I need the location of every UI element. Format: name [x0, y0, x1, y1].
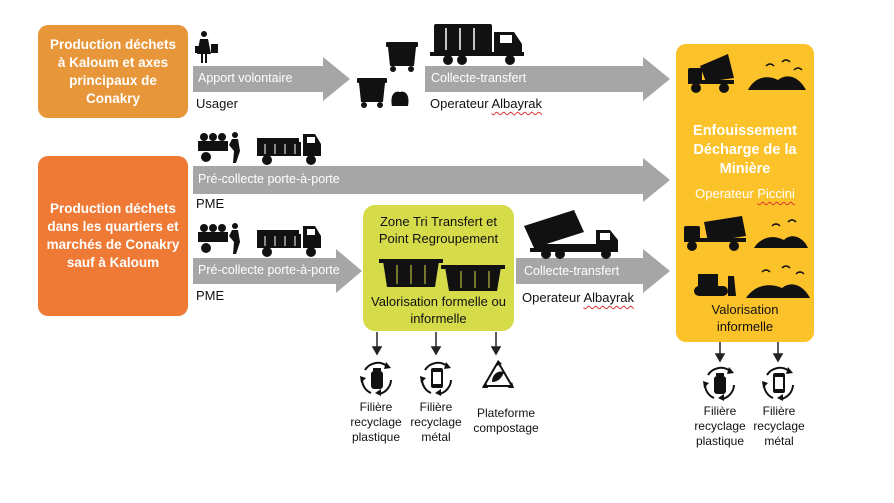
woman-with-bags-icon — [195, 31, 218, 63]
label-precollecte-2: Pré-collecte porte-à-porte — [198, 263, 340, 277]
cart-pusher-icon-2 — [198, 223, 240, 254]
down-arrows-zone — [371, 332, 502, 356]
landfill-operateur-prefix: Operateur — [695, 186, 758, 201]
label-precollecte-1: Pré-collecte porte-à-porte — [198, 172, 340, 186]
recycle-bottle-icon — [360, 361, 392, 396]
zone-output-compostage: Plateforme compostage — [473, 406, 539, 435]
zone-title: Zone Tri Transfert et Point Regroupement — [378, 214, 499, 246]
flatbed-truck-icon-2 — [257, 226, 321, 257]
recycle-bottle-icon-2 — [703, 366, 735, 401]
operateur-2-prefix: Operateur — [522, 290, 584, 305]
hook-lift-truck-icon-2 — [524, 210, 618, 259]
garbage-bin-icon — [386, 42, 418, 72]
arrow-precollecte-1 — [193, 158, 670, 202]
compost-icon — [482, 360, 514, 388]
source-kaloum-text: Production déchets à Kaloum et axes prin… — [49, 36, 176, 106]
landfill-title: Enfouissement Décharge de la Minière — [693, 123, 797, 177]
landfill-box: Enfouissement Décharge de la Minière Ope… — [676, 44, 814, 342]
zone-valorisation: Valorisation formelle ou informelle — [371, 294, 506, 326]
landfill-output-plastique: Filière recyclage plastique — [694, 404, 746, 448]
arrow-precollecte-2 — [193, 249, 362, 293]
down-arrows-landfill — [714, 342, 784, 363]
cart-pusher-icon — [198, 132, 240, 163]
label-operateur-2: Operateur Albayrak — [522, 290, 634, 305]
source-quartiers-text: Production déchets dans les quartiers et… — [46, 201, 180, 270]
label-pme-1: PME — [196, 196, 225, 211]
label-apport: Apport volontaire — [198, 71, 293, 85]
hook-lift-truck-icon — [684, 216, 808, 251]
recycle-can-icon-2 — [762, 366, 794, 401]
label-pme-2: PME — [196, 288, 225, 303]
operateur-1-prefix: Operateur — [430, 96, 492, 111]
label-collecte-2: Collecte-transfert — [524, 264, 620, 278]
garbage-truck-icon — [430, 24, 524, 65]
garbage-bin-icon-2 — [357, 78, 409, 108]
zone-tri-transfert: Zone Tri Transfert et Point Regroupement… — [363, 205, 514, 331]
container-icon — [379, 259, 505, 291]
label-usager: Usager — [196, 96, 238, 111]
zone-output-plastique: Filière recyclage plastique — [350, 400, 402, 444]
landfill-output-metal: Filière recyclage métal — [753, 404, 805, 448]
landfill-operateur: Operateur Piccini — [676, 186, 814, 201]
arrow-collecte-transfert-2 — [516, 249, 670, 293]
flatbed-truck-icon — [257, 134, 321, 165]
label-operateur-1: Operateur Albayrak — [430, 96, 542, 111]
label-collecte-1: Collecte-transfert — [431, 71, 527, 85]
arrow-collecte-transfert-1 — [425, 57, 670, 101]
source-quartiers: Production déchets dans les quartiers et… — [38, 156, 188, 316]
operateur-1-name: Albayrak — [491, 96, 543, 111]
landfill-valorisation: Valorisation informelle — [711, 302, 779, 334]
bulldozer-icon — [694, 265, 810, 298]
landfill-operateur-name: Piccini — [757, 186, 795, 201]
recycle-can-icon — [420, 361, 452, 396]
operateur-2-name: Albayrak — [583, 290, 635, 305]
dump-truck-icon — [688, 54, 806, 93]
source-kaloum: Production déchets à Kaloum et axes prin… — [38, 25, 188, 118]
arrow-apport-volontaire — [193, 57, 350, 101]
zone-output-metal: Filière recyclage métal — [410, 400, 462, 444]
